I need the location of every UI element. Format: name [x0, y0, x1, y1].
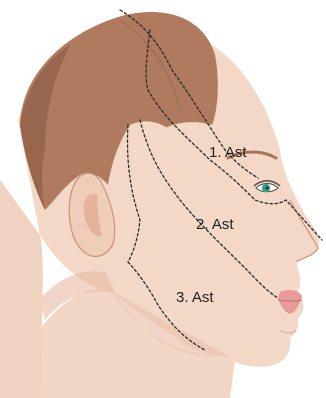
- pupil: [265, 186, 268, 189]
- label-branch-1: 1. Ast: [209, 144, 247, 161]
- label-branch-2: 2. Ast: [196, 216, 234, 233]
- label-branch-3: 3. Ast: [176, 289, 214, 306]
